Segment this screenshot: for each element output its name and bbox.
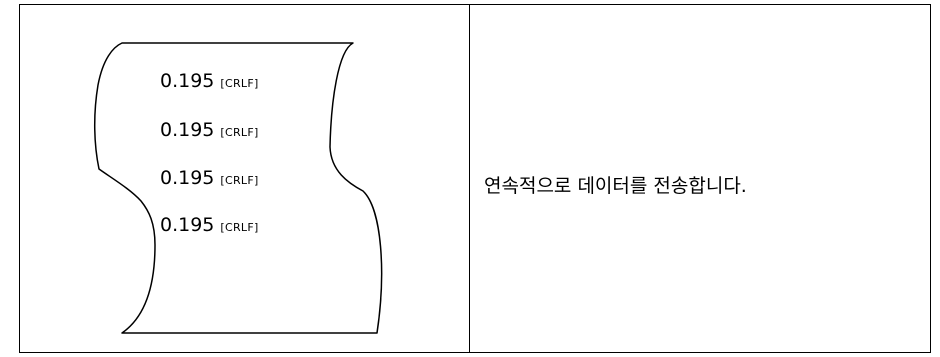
output-value: 0.195 [160,70,215,92]
crlf-terminator: [CRLF] [220,221,259,234]
description-cell: 연속적으로 데이터를 전송합니다. [470,5,930,352]
output-line: 0.195 [CRLF] [160,119,259,144]
crlf-terminator: [CRLF] [220,174,259,187]
paper-tape-outline [94,42,383,334]
output-value: 0.195 [160,167,215,189]
output-line: 0.195 [CRLF] [160,167,259,192]
crlf-terminator: [CRLF] [220,126,259,139]
output-line: 0.195 [CRLF] [160,70,259,95]
crlf-terminator: [CRLF] [220,77,259,90]
description-text: 연속적으로 데이터를 전송합니다. [484,175,747,197]
output-value: 0.195 [160,214,215,236]
description-table: 0.195 [CRLF] 0.195 [CRLF] 0.195 [CRLF] 0.19… [19,4,931,353]
output-line: 0.195 [CRLF] [160,214,259,239]
paper-tape-illustration [94,42,383,334]
output-value: 0.195 [160,119,215,141]
illustration-cell: 0.195 [CRLF] 0.195 [CRLF] 0.195 [CRLF] 0.19… [20,5,470,352]
